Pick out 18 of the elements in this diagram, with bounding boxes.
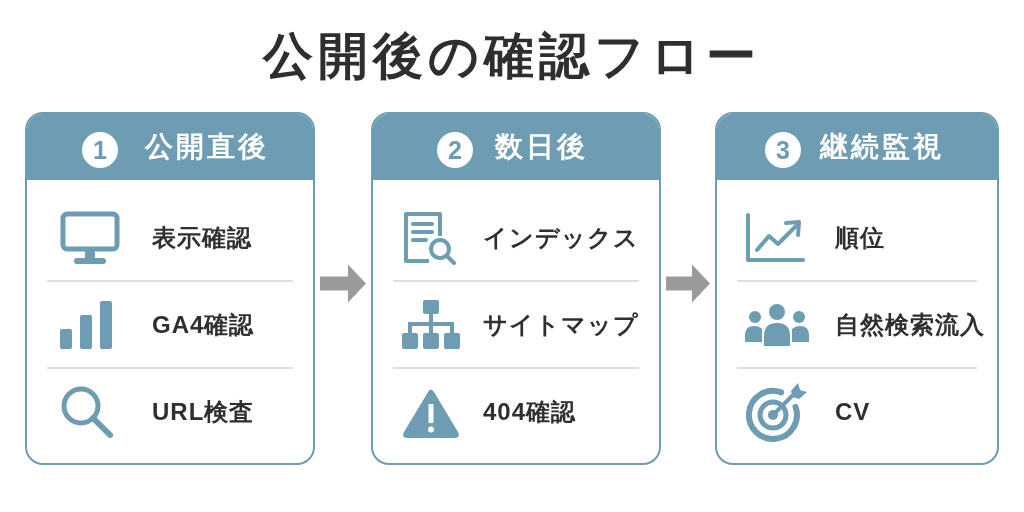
check-item: GA4確認 xyxy=(152,310,255,340)
check-item: URL検査 xyxy=(152,397,255,427)
arrow xyxy=(666,264,710,303)
step-heading: 継続監視 xyxy=(820,130,944,164)
step-heading: 数日後 xyxy=(495,130,588,164)
arrow xyxy=(320,264,366,303)
check-item: 自然検索流入 xyxy=(835,310,985,340)
step-card xyxy=(371,112,661,465)
check-item: サイトマップ xyxy=(483,310,639,340)
check-item: 順位 xyxy=(835,223,885,253)
check-item: 表示確認 xyxy=(152,223,252,253)
step-card xyxy=(25,112,315,465)
title: 公開後の確認フロー xyxy=(263,27,761,86)
check-item: CV xyxy=(835,397,871,427)
check-item: 404確認 xyxy=(483,397,577,427)
check-item: インデックス xyxy=(483,223,639,253)
step-heading: 公開直後 xyxy=(145,130,269,164)
step-card xyxy=(715,112,999,465)
